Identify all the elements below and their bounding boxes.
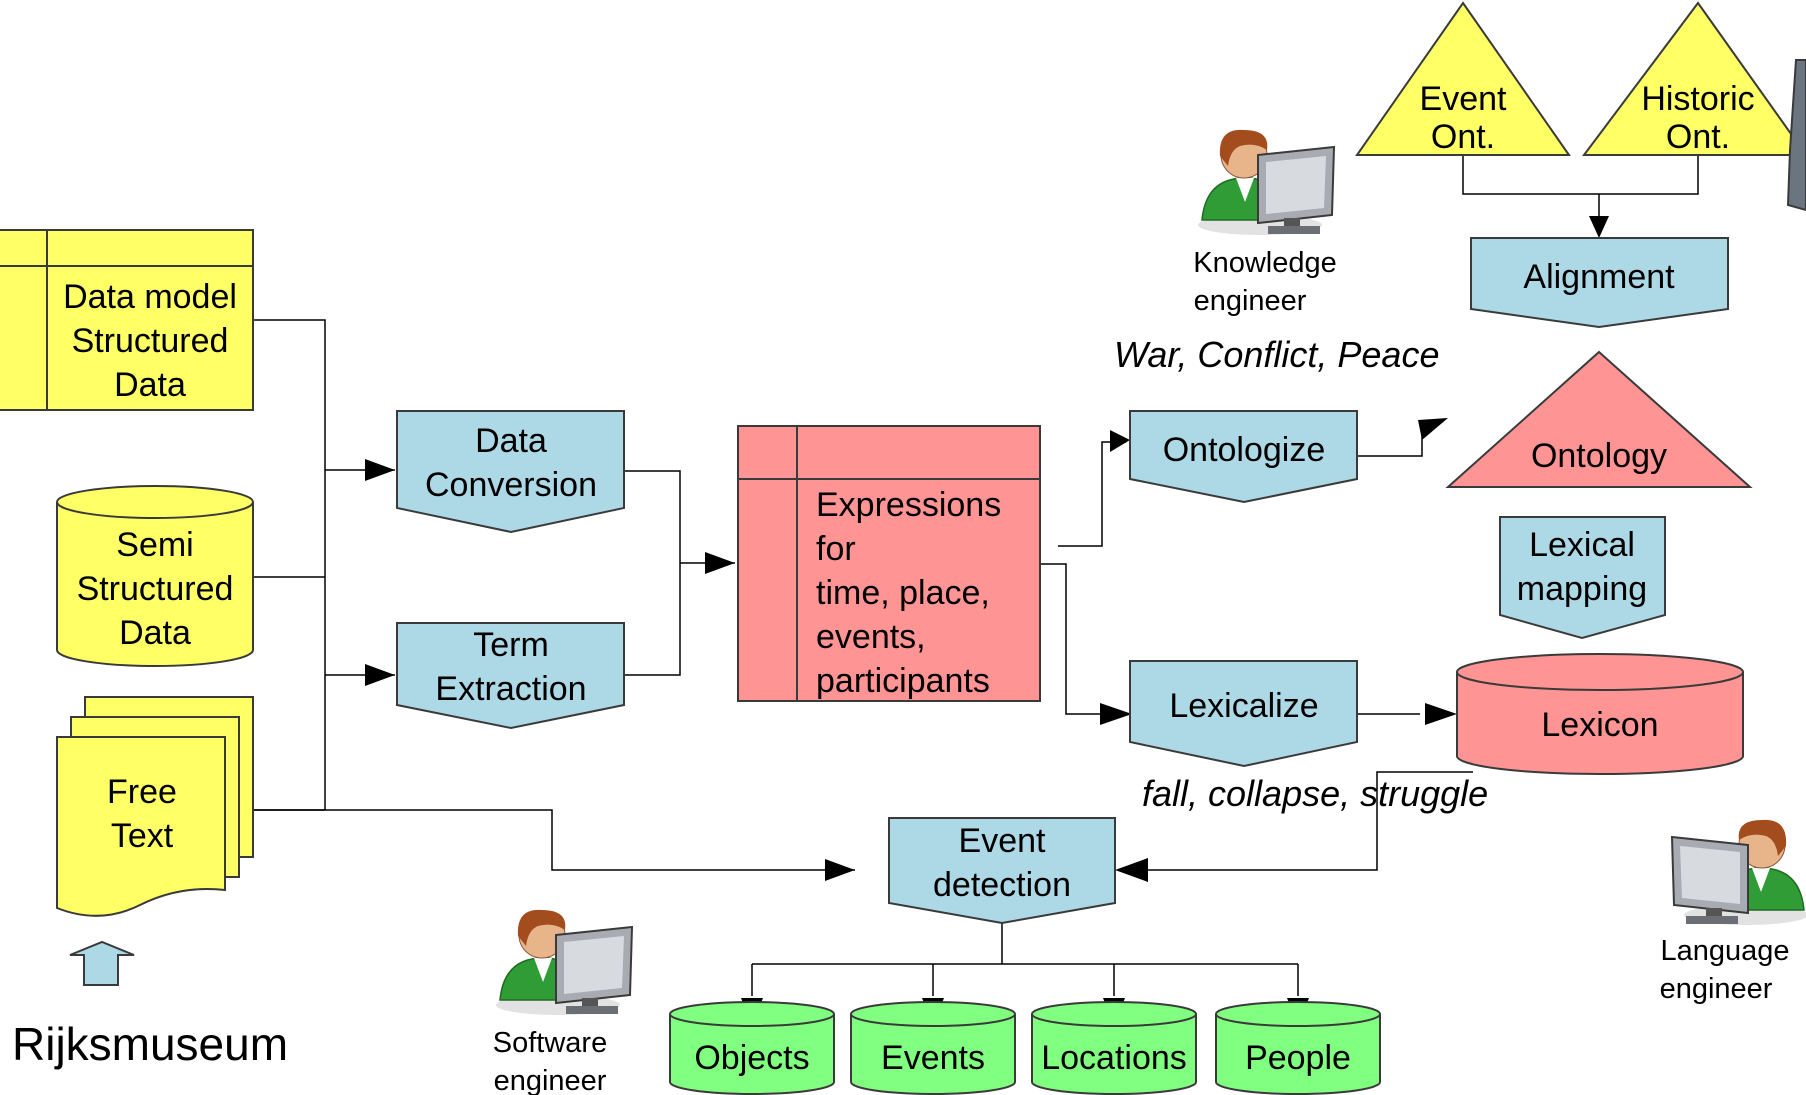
ontology-triangle: Ontology [1445, 350, 1753, 488]
data-model-structured-data: Data model Structured Data [0, 229, 254, 411]
term-extraction-process: Term Extraction [396, 622, 625, 730]
knowledge-engineer-line-1: Knowledge [1193, 247, 1337, 279]
ontologize-label: Ontologize [1163, 431, 1326, 469]
historic-ont-line-2: Ont. [1666, 118, 1730, 156]
expressions-line-1: Expressions [816, 486, 1001, 524]
term-extraction-line-1: Term [473, 626, 549, 664]
alignment-label: Alignment [1523, 258, 1675, 296]
rijksmuseum-label: Rijksmuseum [12, 1018, 288, 1070]
data-conversion-line-2: Conversion [425, 466, 597, 504]
semi-structured-line-3: Data [119, 614, 191, 652]
expressions-line-3: time, place, [816, 574, 990, 612]
free-text-line-2: Text [111, 817, 174, 855]
lexicalize-label: Lexicalize [1169, 687, 1318, 725]
lexicalize-process: Lexicalize [1129, 660, 1358, 768]
people-cylinder: People [1215, 1001, 1381, 1095]
event-ont-line-2: Ont. [1431, 118, 1495, 156]
free-text-documents: Free Text [56, 696, 254, 917]
expressions-line-5: participants [816, 662, 990, 700]
term-extraction-line-2: Extraction [435, 670, 586, 708]
ontology-terms-example: War, Conflict, Peace [1114, 334, 1439, 375]
lexical-mapping-line-2: mapping [1517, 570, 1647, 608]
alignment-process: Alignment [1470, 237, 1729, 329]
free-text-line-1: Free [107, 773, 177, 811]
software-engineer-icon [496, 909, 634, 1015]
language-engineer-line-1: Language [1660, 935, 1789, 967]
event-detection-process: Event detection [888, 817, 1116, 925]
objects-label: Objects [694, 1039, 809, 1077]
language-engineer-icon [1670, 819, 1806, 925]
data-model-line-2: Structured [72, 322, 229, 360]
ontologize-process: Ontologize [1129, 410, 1358, 504]
ontology-label: Ontology [1531, 437, 1667, 475]
events-cylinder: Events [850, 1001, 1016, 1095]
locations-label: Locations [1041, 1039, 1187, 1077]
people-label: People [1245, 1039, 1351, 1077]
lexical-mapping-process: Lexical mapping [1499, 516, 1666, 640]
events-label: Events [881, 1039, 985, 1077]
expressions-line-2: for [816, 530, 856, 568]
data-conversion-line-1: Data [475, 422, 547, 460]
locations-cylinder: Locations [1031, 1001, 1197, 1095]
up-arrow-icon [69, 940, 135, 986]
cut-off-device-icon [1786, 59, 1806, 212]
expressions-line-4: events, [816, 618, 926, 656]
semi-structured-line-1: Semi [116, 526, 193, 564]
lexical-mapping-line-1: Lexical [1529, 526, 1635, 564]
software-engineer-line-1: Software [493, 1027, 607, 1059]
data-model-line-3: Data [114, 366, 186, 404]
knowledge-engineer-icon [1198, 129, 1336, 235]
event-detection-line-1: Event [959, 822, 1046, 860]
event-detection-line-2: detection [933, 866, 1071, 904]
data-conversion-process: Data Conversion [396, 410, 625, 534]
semi-structured-data-cylinder: Semi Structured Data [56, 485, 254, 667]
lexicon-label: Lexicon [1541, 706, 1658, 744]
historic-ont-line-1: Historic [1641, 80, 1754, 118]
software-engineer-line-2: engineer [494, 1065, 607, 1095]
lexicon-cylinder: Lexicon [1456, 653, 1744, 775]
semi-structured-line-2: Structured [77, 570, 234, 608]
event-ont-line-1: Event [1420, 80, 1507, 118]
historic-ontology-triangle: Historic Ont. [1582, 1, 1806, 156]
lexical-terms-example: fall, collapse, struggle [1142, 773, 1488, 814]
language-engineer-line-2: engineer [1660, 973, 1773, 1005]
event-ontology-triangle: Event Ont. [1355, 1, 1571, 156]
connectors [253, 155, 1699, 996]
expressions-table: Expressions for time, place, events, par… [737, 425, 1041, 702]
data-model-line-1: Data model [63, 278, 237, 316]
knowledge-engineer-line-2: engineer [1194, 285, 1307, 317]
objects-cylinder: Objects [669, 1001, 835, 1095]
